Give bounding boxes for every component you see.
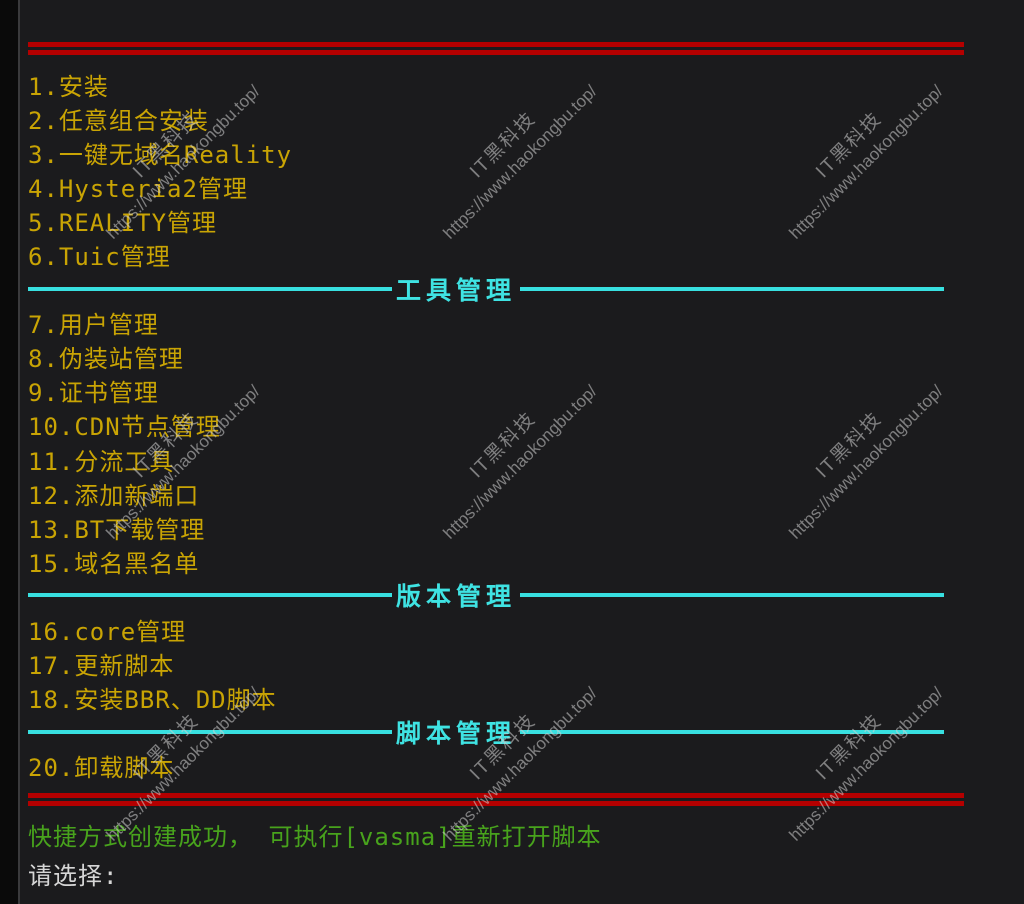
section-title: 脚本管理: [396, 718, 517, 748]
divider-line: [28, 593, 392, 598]
divider-line: [520, 729, 944, 734]
terminal-prompt[interactable]: 请选择:: [28, 861, 119, 890]
menu-item: 6.Tuic管理: [28, 243, 171, 272]
menu-item: 8.伪装站管理: [28, 345, 184, 374]
menu-item: 7.用户管理: [28, 311, 159, 340]
terminal-menu: 1.安装 2.任意组合安装 3.一键无域名Reality 4.Hysteria2…: [28, 67, 944, 783]
menu-item: 9.证书管理: [28, 379, 159, 408]
menu-item: 5.REALITY管理: [28, 208, 218, 237]
window-left-edge: [0, 0, 18, 904]
menu-item: 13.BT下载管理: [28, 515, 206, 544]
menu-item: 15.域名黑名单: [28, 549, 200, 578]
divider-line: [520, 286, 944, 291]
shortcut-success-message: 快捷方式创建成功， 可执行[vasma]重新打开脚本: [28, 822, 602, 851]
menu-item: 4.Hysteria2管理: [28, 174, 248, 203]
menu-item: 11.分流工具: [28, 447, 175, 476]
red-divider-top: [28, 42, 964, 55]
section-divider-version: 版本管理: [28, 578, 944, 612]
divider-line: [28, 286, 392, 291]
red-divider-bottom: [28, 793, 964, 806]
section-title: 版本管理: [396, 582, 517, 612]
divider-line: [520, 593, 944, 598]
section-divider-tools: 工具管理: [28, 272, 944, 306]
menu-item: 16.core管理: [28, 618, 187, 647]
menu-item: 20.卸载脚本: [28, 754, 175, 783]
menu-item: 17.更新脚本: [28, 652, 175, 681]
menu-item: 3.一键无域名Reality: [28, 140, 293, 169]
section-divider-script: 脚本管理: [28, 715, 944, 749]
section-title: 工具管理: [396, 275, 517, 305]
menu-item: 12.添加新端口: [28, 481, 200, 510]
menu-item: 10.CDN节点管理: [28, 413, 221, 442]
divider-line: [28, 729, 392, 734]
menu-item: 18.安装BBR、DD脚本: [28, 686, 277, 715]
window-edge-divider: [18, 0, 20, 904]
menu-item: 1.安装: [28, 72, 109, 101]
menu-item: 2.任意组合安装: [28, 106, 209, 135]
